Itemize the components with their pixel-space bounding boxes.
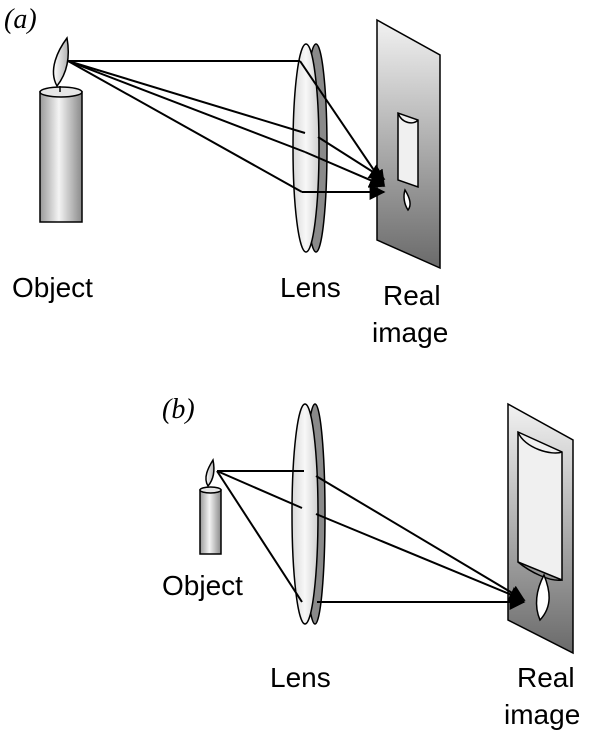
screen-a xyxy=(376,18,441,270)
rays-a xyxy=(67,60,386,200)
image-label-a-line1: Real xyxy=(383,280,441,311)
lens-label-a: Lens xyxy=(280,272,341,303)
panel-a: (a) xyxy=(4,4,448,348)
real-image-b xyxy=(517,430,563,622)
panel-a-label: (a) xyxy=(4,4,37,35)
candle-object-b xyxy=(199,457,222,555)
object-label-b: Object xyxy=(162,570,243,601)
image-label-b-line2: image xyxy=(504,699,580,730)
object-label-a: Object xyxy=(12,272,93,303)
lens-a xyxy=(292,43,328,253)
candle-object-a xyxy=(39,36,83,223)
panel-b: (b) xyxy=(162,394,580,730)
image-label-a-line2: image xyxy=(372,317,448,348)
lens-b xyxy=(291,403,326,625)
rays-b xyxy=(216,470,526,610)
lens-label-b: Lens xyxy=(270,662,331,693)
real-image-a xyxy=(397,111,419,212)
image-label-b-line1: Real xyxy=(517,662,575,693)
panel-b-label: (b) xyxy=(162,394,195,425)
screen-b xyxy=(507,402,574,655)
